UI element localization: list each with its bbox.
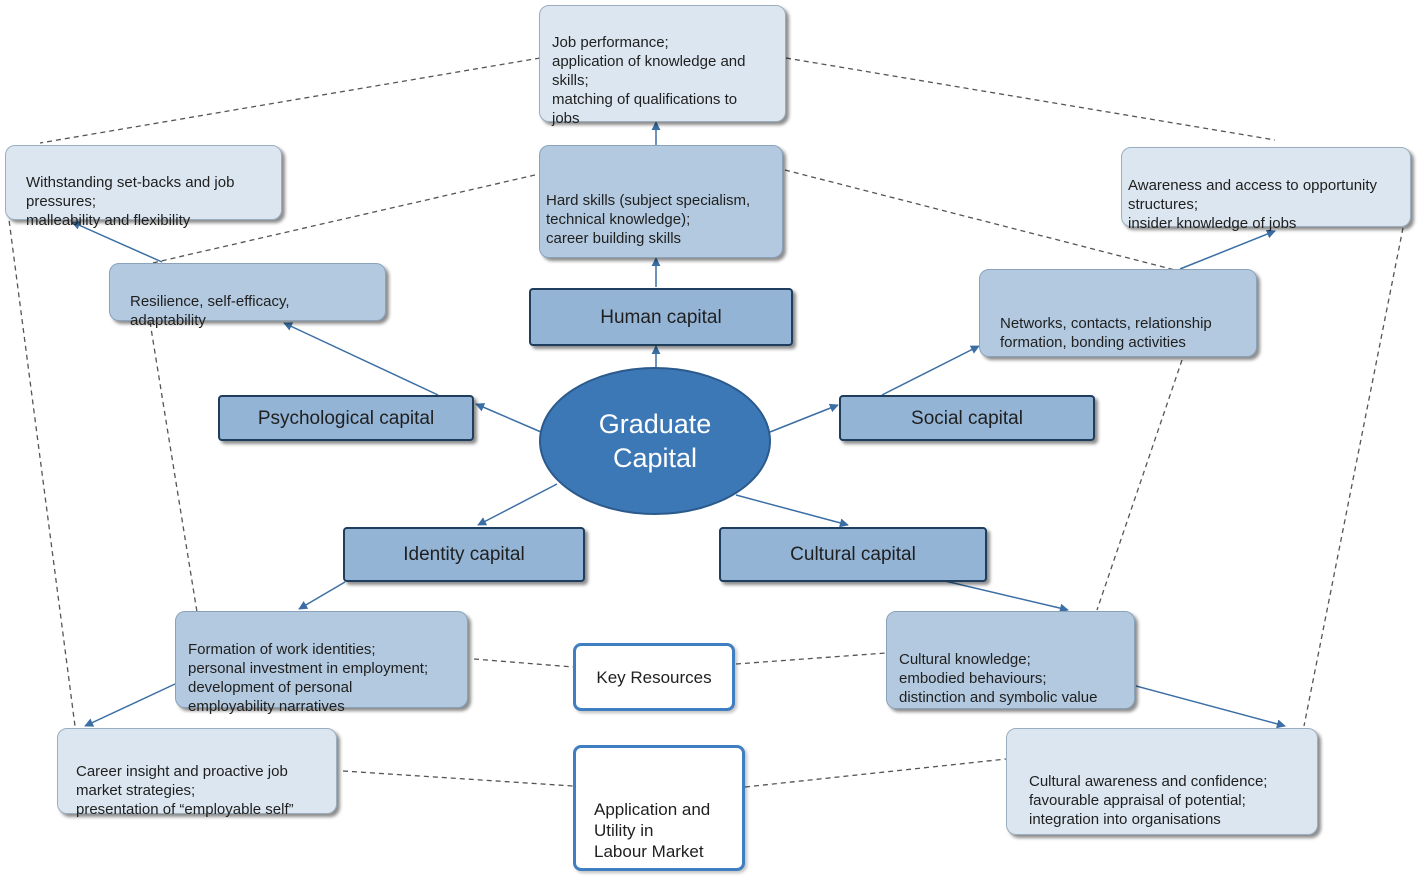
- arrow: [769, 403, 839, 433]
- social-capital-box: Social capital: [839, 395, 1095, 441]
- graduate-capital-ellipse: Graduate Capital: [539, 367, 771, 515]
- dashed-line: [735, 652, 887, 665]
- hard-skills-text: Hard skills (subject specialism, technic…: [546, 192, 751, 247]
- dashed-line: [147, 174, 536, 265]
- application-label: Application and Utility in Labour Market: [594, 800, 711, 861]
- job-performance-text: Job performance; application of knowledg…: [552, 34, 746, 127]
- dashed-line: [149, 321, 198, 613]
- arrow: [1135, 685, 1286, 729]
- networks-text: Networks, contacts, relationship formati…: [1000, 315, 1212, 351]
- work-identities-box: Formation of work identities; personal i…: [175, 611, 468, 715]
- career-insight-text: Career insight and proactive job market …: [76, 763, 294, 818]
- cultural-knowledge-text: Cultural knowledge; embodied behaviours;…: [899, 651, 1098, 706]
- social-capital-label: Social capital: [911, 407, 1023, 429]
- arrow: [298, 581, 346, 610]
- dashed-line: [39, 57, 541, 144]
- resilience-box: Resilience, self-efficacy, adaptability: [109, 263, 386, 329]
- awareness-box: Awareness and access to opportunity stru…: [1121, 147, 1411, 232]
- hard-skills-box: Hard skills (subject specialism, technic…: [539, 145, 783, 258]
- dashed-line: [784, 169, 1176, 271]
- arrow: [881, 345, 980, 396]
- key-resources-legend: Key Resources: [573, 643, 735, 711]
- cultural-awareness-box: Cultural awareness and confidence; favou…: [1006, 728, 1318, 835]
- key-resources-label: Key Resources: [596, 667, 712, 687]
- cultural-capital-box: Cultural capital: [719, 527, 987, 582]
- career-insight-box: Career insight and proactive job market …: [57, 728, 337, 818]
- withstanding-box: Withstanding set-backs and job pressures…: [5, 145, 282, 229]
- networks-box: Networks, contacts, relationship formati…: [979, 269, 1257, 357]
- resilience-text: Resilience, self-efficacy, adaptability: [130, 293, 290, 329]
- arrow: [735, 494, 849, 528]
- identity-capital-box: Identity capital: [343, 527, 585, 582]
- application-legend: Application and Utility in Labour Market: [573, 745, 745, 871]
- psychological-capital-box: Psychological capital: [218, 395, 474, 441]
- dashed-line: [342, 770, 574, 787]
- arrow: [475, 403, 542, 433]
- psychological-capital-label: Psychological capital: [257, 407, 435, 429]
- dashed-line: [744, 758, 1007, 788]
- dashed-line: [785, 57, 1276, 141]
- arrow: [1179, 229, 1276, 270]
- arrow: [71, 221, 163, 263]
- dashed-line: [473, 658, 574, 668]
- cultural-knowledge-box: Cultural knowledge; embodied behaviours;…: [886, 611, 1135, 709]
- identity-capital-label: Identity capital: [403, 544, 525, 565]
- arrow: [944, 580, 1069, 613]
- awareness-text: Awareness and access to opportunity stru…: [1128, 177, 1378, 232]
- arrow: [84, 683, 176, 727]
- human-capital-box: Human capital: [529, 288, 793, 346]
- withstanding-text: Withstanding set-backs and job pressures…: [26, 174, 235, 229]
- dashed-line: [7, 211, 76, 727]
- job-performance-box: Job performance; application of knowledg…: [539, 5, 786, 127]
- dashed-line: [1303, 227, 1404, 727]
- human-capital-label: Human capital: [600, 306, 722, 328]
- work-identities-text: Formation of work identities; personal i…: [188, 641, 429, 715]
- arrow: [283, 322, 439, 396]
- arrow: [477, 483, 558, 526]
- dashed-line: [1096, 359, 1183, 611]
- cultural-awareness-text: Cultural awareness and confidence; favou…: [1029, 773, 1268, 828]
- graduate-capital-title: Graduate Capital: [598, 409, 712, 473]
- cultural-capital-label: Cultural capital: [790, 544, 916, 565]
